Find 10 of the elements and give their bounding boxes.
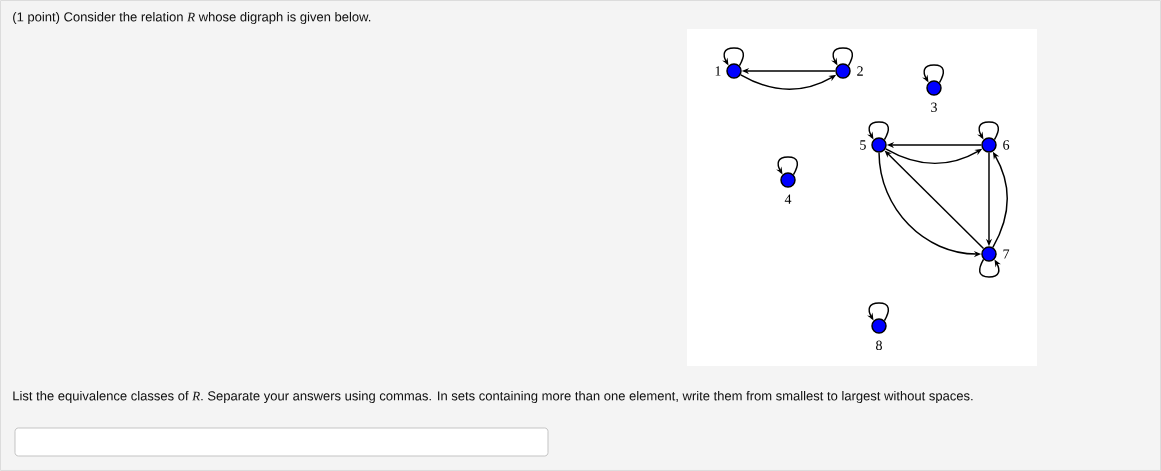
vertex-label: 8 bbox=[876, 340, 882, 351]
vertex-label: 2 bbox=[857, 66, 863, 76]
vertex-label: 3 bbox=[931, 102, 937, 112]
vertex-label: 7 bbox=[1003, 249, 1010, 259]
question-text: (1 point) Consider the relation R whose digraph is given below. bbox=[13, 11, 371, 25]
vertex-label: 6 bbox=[1003, 140, 1010, 150]
vertex-label: 4 bbox=[784, 194, 792, 204]
vertex-label: 5 bbox=[860, 140, 866, 150]
question-text: List the equivalence classes of R. Separate your answers using commas. In sets containing more than one element, write them from smallest to largest without spaces. bbox=[13, 390, 973, 404]
vertex-label: 1 bbox=[715, 66, 721, 76]
